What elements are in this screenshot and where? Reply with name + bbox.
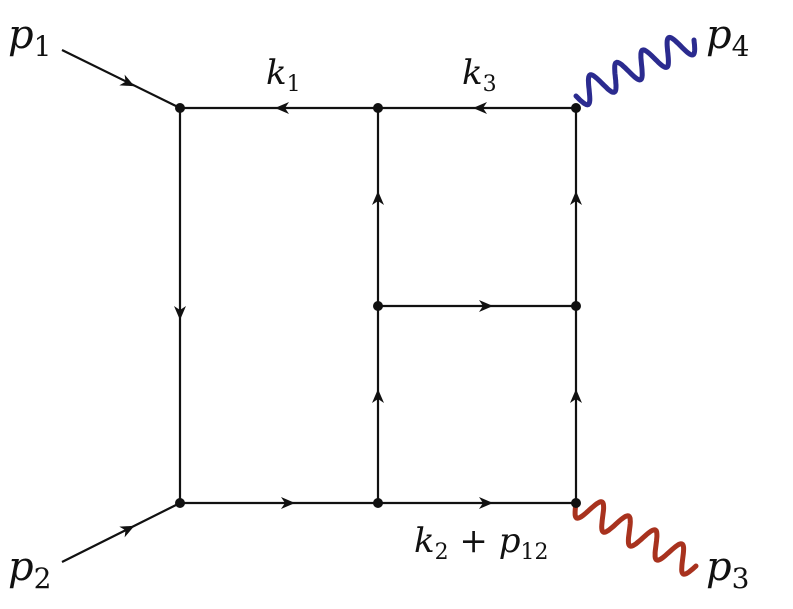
photon-p3	[572, 499, 699, 577]
photon-p4	[573, 34, 698, 108]
vertex-top-middle	[373, 103, 383, 113]
vertex-middle-right	[571, 301, 581, 311]
external-leg-p2	[61, 502, 181, 563]
vertex-bottom-middle	[373, 498, 383, 508]
label-p3: p3	[706, 544, 749, 595]
label-k2-plus-p12: k2 + p12	[414, 521, 548, 565]
label-p1: p1	[8, 12, 51, 63]
vertex-middle-left	[373, 301, 383, 311]
external-leg-p1	[61, 49, 181, 109]
vertex-top-left	[175, 103, 185, 113]
label-p4: p4	[706, 12, 749, 63]
label-p2: p2	[8, 544, 51, 595]
vertex-bottom-right	[571, 498, 581, 508]
label-k1: k1	[266, 53, 301, 97]
propagators	[61, 49, 578, 563]
label-k3: k3	[462, 53, 497, 97]
vertex-top-right	[571, 103, 581, 113]
vertices	[175, 103, 581, 508]
vertex-bottom-left	[175, 498, 185, 508]
